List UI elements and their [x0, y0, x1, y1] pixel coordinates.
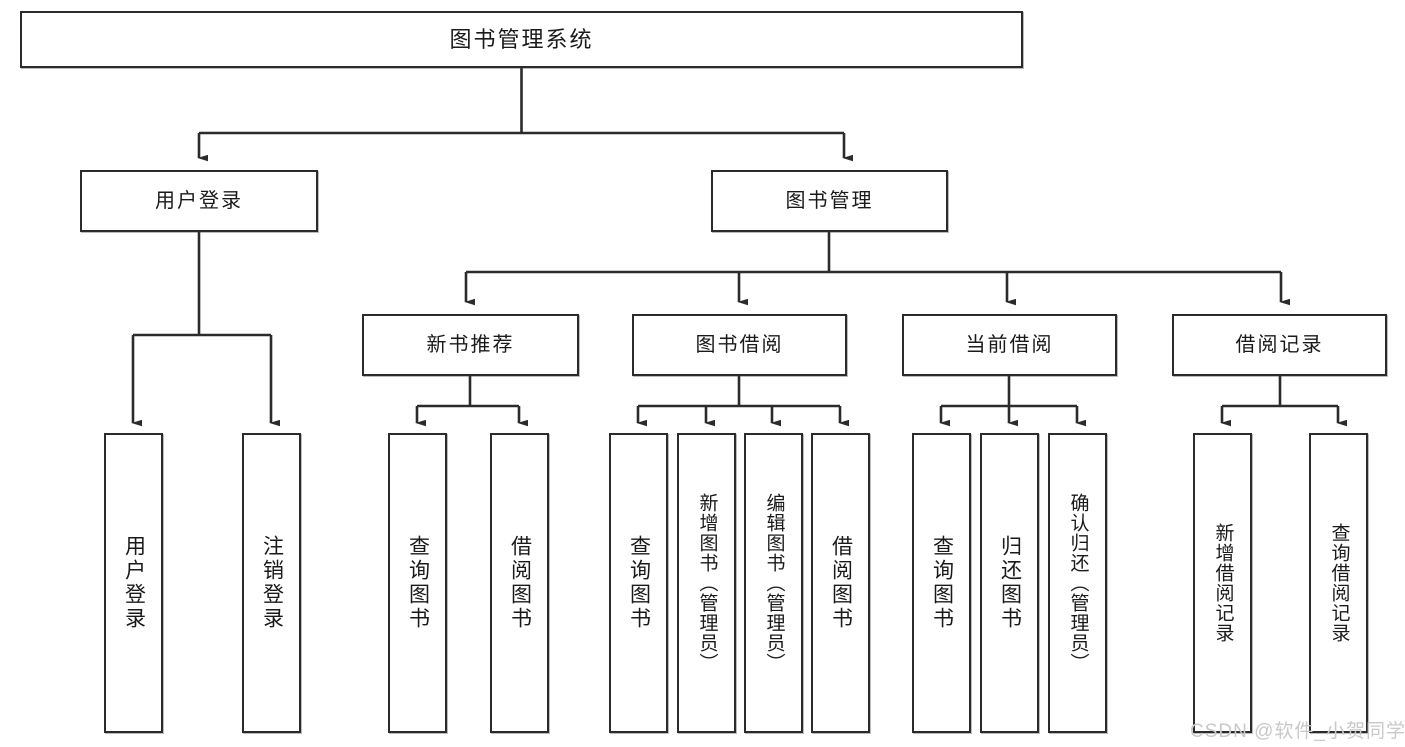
node-leaf-logout-login[interactable]: 注销登录 — [242, 433, 301, 733]
node-leaf-query-borrow-record[interactable]: 查询借阅记录 — [1309, 433, 1368, 733]
node-borrow-record-label: 借阅记录 — [1235, 333, 1324, 356]
node-leaf-query-book-1[interactable]: 查询图书 — [388, 433, 447, 733]
node-leaf-return-book-label: 归还图书 — [998, 535, 1022, 631]
node-leaf-logout-login-label: 注销登录 — [260, 535, 284, 631]
node-leaf-add-borrow-record[interactable]: 新增借阅记录 — [1193, 433, 1252, 733]
node-leaf-add-book-label: 新增图书（管理员） — [696, 493, 718, 673]
node-leaf-borrow-book-1-label: 借阅图书 — [508, 535, 532, 631]
node-leaf-query-book-3[interactable]: 查询图书 — [912, 433, 971, 733]
node-book-management-label: 图书管理 — [785, 189, 874, 212]
node-current-borrow-label: 当前借阅 — [965, 333, 1054, 356]
node-leaf-confirm-return[interactable]: 确认归还（管理员） — [1048, 433, 1107, 733]
node-leaf-return-book[interactable]: 归还图书 — [980, 433, 1039, 733]
node-book-borrow-label: 图书借阅 — [695, 333, 784, 356]
node-book-management[interactable]: 图书管理 — [711, 170, 948, 232]
node-leaf-add-borrow-record-label: 新增借阅记录 — [1212, 523, 1234, 643]
csdn-watermark: CSDN @软件_小贺同学 — [1190, 721, 1405, 742]
node-current-borrow[interactable]: 当前借阅 — [902, 314, 1117, 376]
node-leaf-user-login[interactable]: 用户登录 — [104, 433, 163, 733]
node-borrow-record[interactable]: 借阅记录 — [1172, 314, 1387, 376]
node-leaf-query-book-1-label: 查询图书 — [406, 535, 430, 631]
node-leaf-add-book[interactable]: 新增图书（管理员） — [677, 433, 736, 733]
node-user-login-label: 用户登录 — [155, 189, 243, 212]
node-leaf-edit-book[interactable]: 编辑图书（管理员） — [744, 433, 803, 733]
node-leaf-edit-book-label: 编辑图书（管理员） — [763, 493, 785, 673]
node-root-system-label: 图书管理系统 — [449, 26, 594, 52]
node-user-login[interactable]: 用户登录 — [80, 170, 318, 232]
node-leaf-borrow-book-2[interactable]: 借阅图书 — [811, 433, 870, 733]
node-new-book-recommend[interactable]: 新书推荐 — [362, 314, 579, 376]
node-leaf-confirm-return-label: 确认归还（管理员） — [1067, 493, 1089, 673]
node-leaf-query-book-2-label: 查询图书 — [627, 535, 651, 631]
node-root-system[interactable]: 图书管理系统 — [20, 11, 1023, 68]
node-leaf-user-login-label: 用户登录 — [122, 535, 146, 631]
node-leaf-query-borrow-record-label: 查询借阅记录 — [1328, 523, 1350, 643]
node-book-borrow[interactable]: 图书借阅 — [632, 314, 847, 376]
node-leaf-borrow-book-2-label: 借阅图书 — [829, 535, 853, 631]
node-leaf-borrow-book-1[interactable]: 借阅图书 — [490, 433, 549, 733]
node-leaf-query-book-3-label: 查询图书 — [930, 535, 954, 631]
node-leaf-query-book-2[interactable]: 查询图书 — [609, 433, 668, 733]
node-new-book-recommend-label: 新书推荐 — [426, 333, 515, 356]
